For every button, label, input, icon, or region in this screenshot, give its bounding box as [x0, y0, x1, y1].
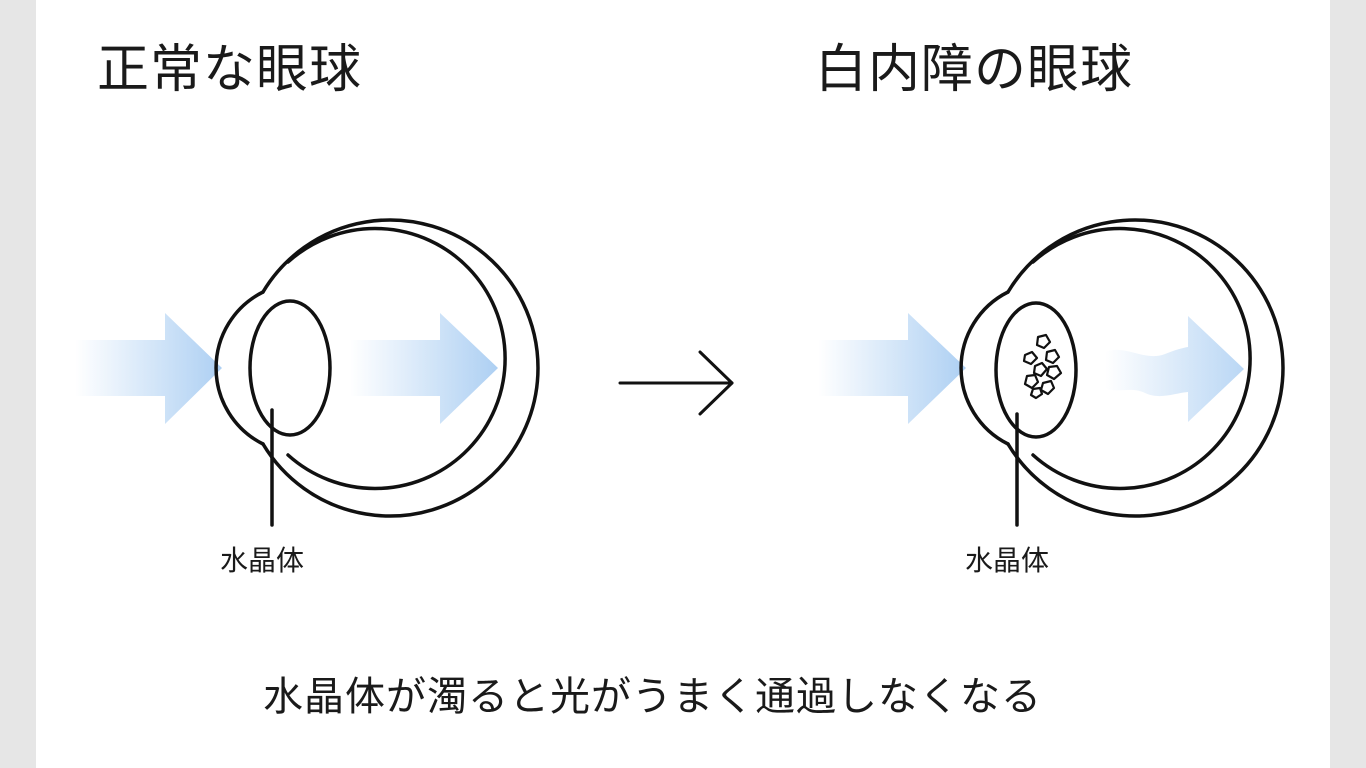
- cataract-lens-label: 水晶体: [965, 544, 1050, 577]
- incoming-light-arrow: [818, 313, 966, 424]
- normal-lens-label: 水晶体: [220, 544, 305, 577]
- normal-eye: [75, 218, 540, 527]
- clouded-lens: [994, 301, 1078, 439]
- normal-eye-title: 正常な眼球: [97, 40, 363, 100]
- eyeball-inner-wall: [286, 226, 507, 491]
- transition-arrow: [618, 350, 734, 416]
- eyeball-outer-wall: [261, 218, 540, 518]
- eyeball-inner-wall: [1031, 226, 1252, 491]
- diagram-caption: 水晶体が濁ると光がうまく通過しなくなる: [263, 674, 1042, 720]
- cornea: [959, 290, 1010, 446]
- cornea: [214, 290, 265, 446]
- incoming-light-arrow: [75, 313, 222, 424]
- eyeball-outer-wall: [1006, 218, 1285, 518]
- lens: [248, 299, 332, 437]
- cataract-eye-title: 白内障の眼球: [815, 40, 1134, 100]
- transmitted-light-arrow: [350, 313, 498, 424]
- scattered-light-arrow: [1105, 316, 1244, 422]
- cataract-eye: [818, 218, 1285, 527]
- lens-opacity-particles: [1022, 333, 1063, 400]
